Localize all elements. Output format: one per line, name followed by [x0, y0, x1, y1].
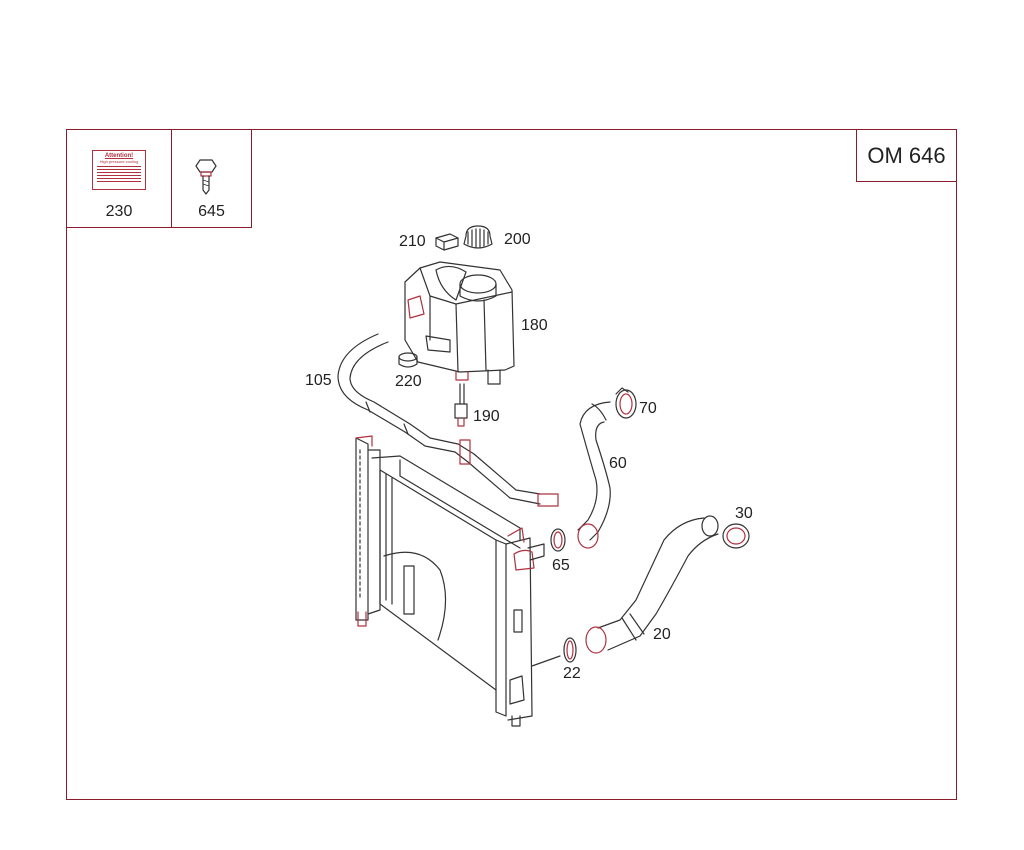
engine-code: OM 646 — [867, 142, 946, 168]
callout-105[interactable]: 105 — [305, 372, 332, 389]
sensor-190 — [454, 383, 468, 427]
callout-180[interactable]: 180 — [521, 317, 548, 334]
diagram-frame — [66, 129, 957, 800]
legend-item-645[interactable]: 645 — [171, 129, 252, 228]
filler-cap-200 — [463, 225, 493, 249]
expansion-tank-180 — [404, 261, 515, 385]
bolt-icon — [195, 159, 217, 195]
leader-22 — [531, 655, 561, 667]
callout-30[interactable]: 30 — [735, 505, 753, 522]
sticker-text-lines — [97, 166, 141, 182]
callout-200[interactable]: 200 — [504, 231, 531, 248]
legend-number: 230 — [105, 203, 133, 220]
seal-ring-65 — [550, 528, 566, 552]
engine-code-badge: OM 646 — [856, 129, 957, 182]
callout-70[interactable]: 70 — [639, 400, 657, 417]
legend-number: 645 — [198, 203, 225, 220]
callout-190[interactable]: 190 — [473, 408, 500, 425]
clamp-70 — [615, 387, 637, 419]
hose-105 — [337, 333, 559, 507]
screw-cap-210 — [435, 233, 459, 251]
hose-20 — [585, 515, 719, 654]
callout-60[interactable]: 60 — [609, 455, 627, 472]
grommet-220 — [398, 352, 418, 368]
clamp-30 — [722, 523, 750, 549]
sticker-title: Attention! — [104, 153, 134, 159]
callout-20[interactable]: 20 — [653, 626, 671, 643]
callout-65[interactable]: 65 — [552, 557, 570, 574]
radiator — [355, 435, 545, 727]
legend-item-230[interactable]: 230 — [66, 129, 172, 228]
callout-22[interactable]: 22 — [563, 665, 581, 682]
seal-ring-22 — [563, 637, 577, 663]
sticker-subtitle: High pressure cooling — [99, 159, 139, 164]
hose-60 — [577, 401, 611, 549]
callout-210[interactable]: 210 — [399, 233, 426, 250]
warning-label-icon: Attention! High pressure cooling — [92, 150, 146, 190]
callout-220[interactable]: 220 — [395, 373, 422, 390]
